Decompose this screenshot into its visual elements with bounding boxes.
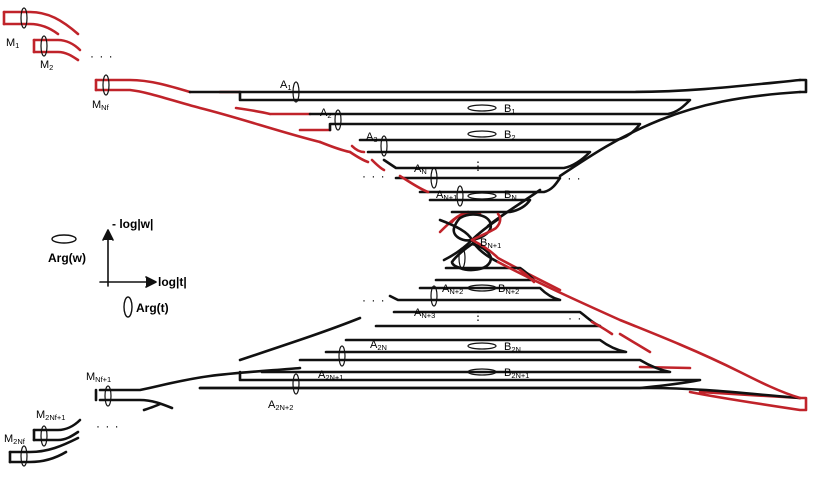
label-an1: AN+1 xyxy=(436,189,457,202)
red-flavor-branes-top xyxy=(2,10,802,400)
label-a3: A3 xyxy=(366,131,378,144)
ellipsis-top-left: · · · xyxy=(90,49,114,63)
label-mnf1: MNf+1 xyxy=(86,371,111,384)
ellipsis-vertical-upper: ⋮ xyxy=(472,159,485,173)
ellipsis-upper-right: · · · xyxy=(558,171,582,185)
ellipsis-lower-left: · · · xyxy=(362,293,386,307)
label-b2n: B2N xyxy=(504,341,521,354)
label-b2n1: B2N+1 xyxy=(504,367,529,380)
label-a1: A1 xyxy=(280,79,292,92)
label-an: AN xyxy=(414,163,427,176)
ellipsis-upper-left: · · · xyxy=(362,169,386,183)
label-b1: B1 xyxy=(504,103,516,116)
label-mnf: MNf xyxy=(92,99,110,112)
label-bn2: BN+2 xyxy=(498,283,519,296)
upper-branes xyxy=(238,90,692,214)
label-bn1: BN+1 xyxy=(480,237,501,250)
label-m2nf1: M2Nf+1 xyxy=(36,409,65,422)
legend-neg-log-w: - log|w| xyxy=(112,217,153,231)
legend-axes xyxy=(51,229,157,318)
legend-log-t: log|t| xyxy=(158,275,187,289)
label-an2: AN+2 xyxy=(442,283,463,296)
ellipsis-vertical-lower: ⋮ xyxy=(472,309,485,323)
black-outer-contour-bottom xyxy=(8,316,802,464)
label-a2: A2 xyxy=(320,107,332,120)
label-m2: M2 xyxy=(40,59,53,72)
rotation-loops xyxy=(20,7,497,467)
legend-arg-w: Arg(w) xyxy=(48,251,86,265)
ellipsis-bottom-left: · · · xyxy=(96,419,120,433)
label-m1: M1 xyxy=(6,37,19,50)
label-bn: BN xyxy=(504,189,517,202)
label-a2n2: A2N+2 xyxy=(268,399,293,412)
label-a2n1: A2N+1 xyxy=(318,369,343,382)
label-m2nf: M2Nf xyxy=(4,433,26,446)
ellipsis-lower-right: · · · xyxy=(568,311,592,325)
legend-arg-t: Arg(t) xyxy=(136,301,169,315)
label-b2: B2 xyxy=(504,129,516,142)
label-an3: AN+3 xyxy=(414,307,435,320)
red-contour-bottom xyxy=(496,260,808,412)
label-a2n: A2N xyxy=(370,339,387,352)
